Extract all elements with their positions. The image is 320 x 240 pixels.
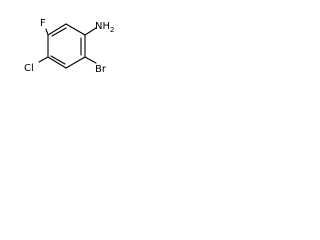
chemical-structure: NH2 F Cl Br <box>24 18 114 75</box>
amine-label: NH2 <box>95 21 114 34</box>
fluorine-label: F <box>40 18 46 29</box>
amine-label-main: NH <box>95 21 110 32</box>
ring-inner-double-bond-c3-c4 <box>50 55 66 65</box>
amine-label-subscript: 2 <box>110 26 114 34</box>
bonds <box>38 23 97 69</box>
bond-to-chlorine <box>38 56 49 63</box>
bond-to-fluorine <box>45 28 49 36</box>
bond-to-bromine <box>84 56 97 64</box>
atom-labels: NH2 F Cl Br <box>24 18 114 75</box>
bond-to-amine <box>84 27 97 36</box>
ring-bond-c5-c6 <box>47 23 67 36</box>
chlorine-label: Cl <box>24 63 34 74</box>
ring-inner-double-bond-c5-c6 <box>51 27 67 37</box>
bromine-label: Br <box>95 64 107 75</box>
ring-bond-c3-c4 <box>47 56 67 69</box>
ring-bond-c6-c1 <box>65 23 86 36</box>
ring-bond-c2-c3 <box>65 56 86 69</box>
